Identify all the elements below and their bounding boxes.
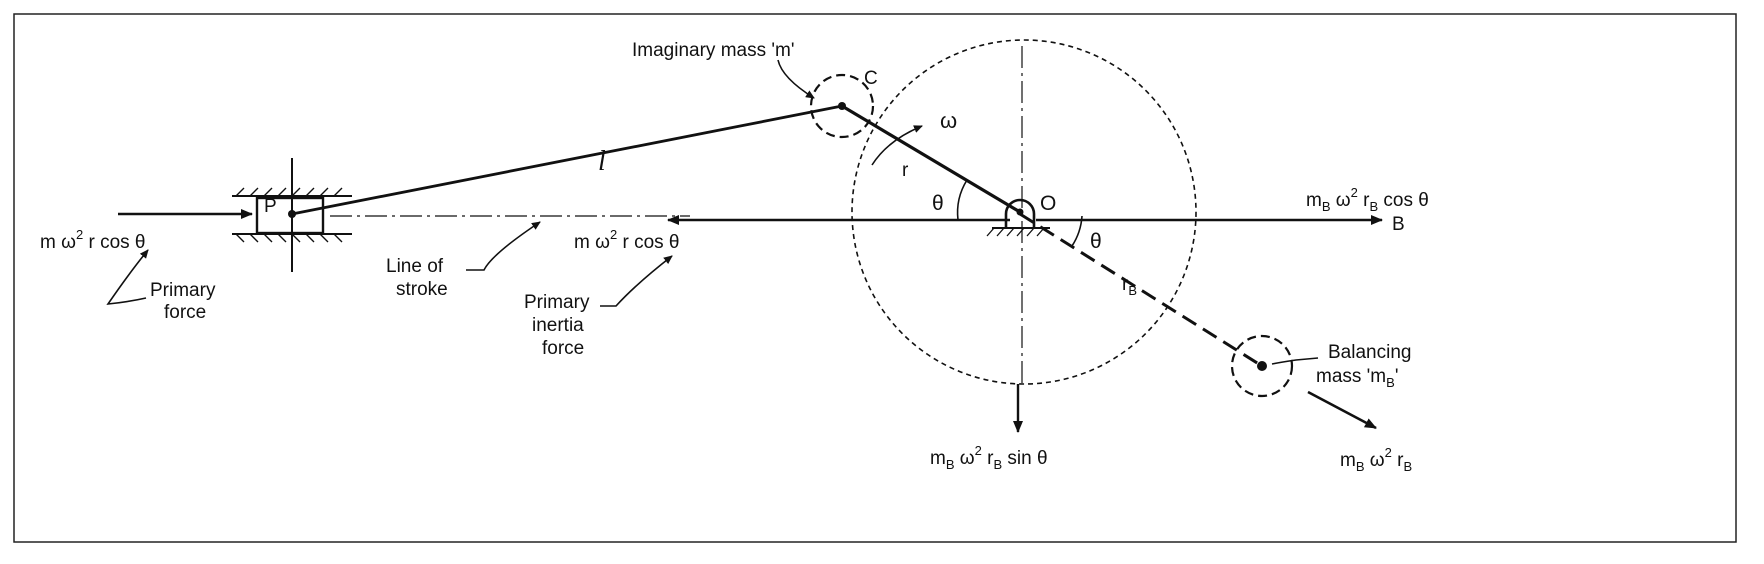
primary-force-label-2: force <box>164 302 206 323</box>
primary-inertia-leader <box>600 255 673 307</box>
diagram-frame <box>13 13 1737 543</box>
crank-r-label: r <box>902 160 909 181</box>
link-l-label: l <box>598 146 606 177</box>
point-b-label: B <box>1392 214 1405 235</box>
connecting-rod <box>291 104 843 216</box>
crank-circle <box>851 39 1197 385</box>
primary-force-label-1: Primary <box>150 280 216 301</box>
omega-label: ω <box>940 108 957 133</box>
primary-force-leader <box>106 249 149 305</box>
theta-lower-arc <box>1071 215 1083 247</box>
primary-inertia-label-1: Primary <box>524 292 590 313</box>
centrifugal-balance-arrow <box>1307 390 1377 430</box>
line-of-stroke-label-2: stroke <box>396 279 448 300</box>
balancing-mass-circle <box>1230 334 1294 398</box>
primary-inertia-label-2: inertia <box>532 315 584 336</box>
vertical-balance-expression: mB ω2 rB sin θ <box>930 443 1048 472</box>
radius-rb-label: rB <box>1122 274 1137 298</box>
imaginary-mass-label: Imaginary mass 'm' <box>632 40 794 61</box>
horizontal-balance-expression: mB ω2 rB cos θ <box>1306 185 1429 214</box>
theta-upper-label: θ <box>932 192 944 215</box>
imaginary-mass-circle <box>809 73 875 139</box>
balancing-mass-leader <box>1271 357 1319 365</box>
inertia-force-expression: m ω2 r cos θ <box>574 227 680 253</box>
crank-support <box>986 198 1050 237</box>
crank-oc <box>841 104 1021 214</box>
left-force-expression: m ω2 r cos θ <box>40 227 146 253</box>
balancing-mass-dot <box>1257 361 1267 371</box>
theta-lower-label: θ <box>1090 230 1102 253</box>
theta-upper-arc <box>956 179 968 221</box>
point-o-label: O <box>1040 192 1056 215</box>
omega-arc <box>871 125 923 166</box>
imaginary-mass-leader <box>777 59 815 99</box>
point-p-label: P <box>264 196 277 217</box>
piston-block <box>255 196 325 235</box>
balancing-radius <box>1019 212 1263 368</box>
balancing-mass-label-2: mass 'mB' <box>1316 366 1398 390</box>
line-of-stroke-label-1: Line of <box>386 256 444 277</box>
point-c-dot <box>838 102 846 110</box>
point-c-label: C <box>864 68 878 89</box>
primary-inertia-label-3: force <box>542 338 584 359</box>
balancing-mass-label-1: Balancing <box>1328 342 1411 363</box>
centrifugal-balance-expression: mB ω2 rB <box>1340 445 1412 474</box>
line-of-stroke-leader <box>466 221 541 271</box>
